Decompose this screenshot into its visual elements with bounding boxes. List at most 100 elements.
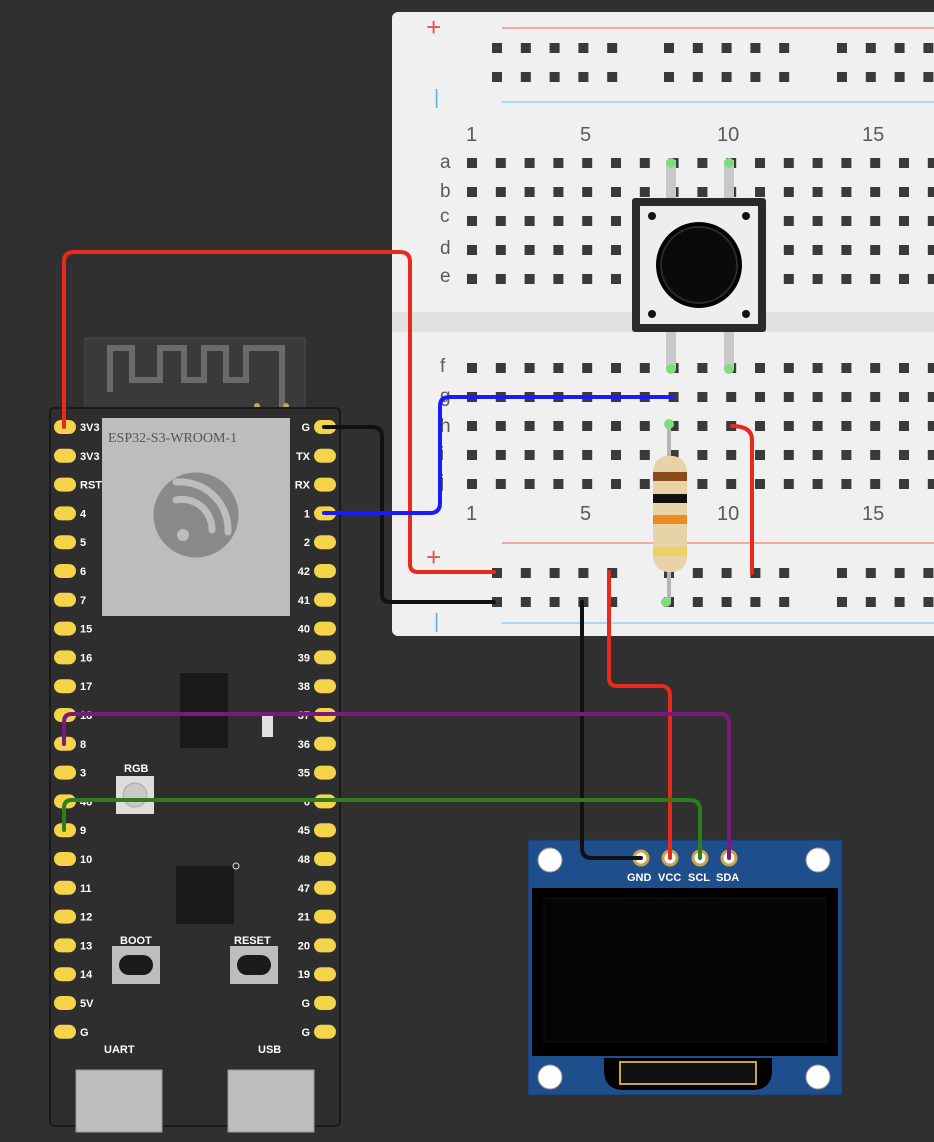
row-letter: c (440, 206, 450, 227)
breadboard-hole (553, 158, 564, 168)
rail-hole (721, 43, 732, 53)
rail-hole (692, 597, 703, 607)
esp32-pin-label: 11 (80, 883, 92, 895)
breadboard-hole (755, 187, 765, 197)
breadboard-hole (467, 363, 477, 373)
rail-hole (865, 597, 876, 607)
oled-pin-label: VCC (658, 872, 681, 884)
rail-hole (607, 568, 618, 578)
rail-hole (578, 43, 589, 53)
breadboard-hole (899, 158, 909, 168)
breadboard-hole (927, 363, 934, 373)
col-number: 15 (862, 503, 884, 525)
usb-port (227, 1069, 315, 1133)
breadboard-hole (841, 479, 852, 489)
breadboard-hole (495, 158, 506, 168)
rail-hole (520, 72, 531, 82)
esp32-pin-left (54, 909, 76, 924)
breadboard-hole (899, 363, 909, 373)
breadboard-hole (467, 450, 477, 460)
breadboard-hole (899, 392, 909, 402)
rail-hole (520, 43, 531, 53)
esp32-pin-label: 0 (304, 796, 310, 808)
breadboard-hole (899, 187, 909, 197)
esp32-pin-left (54, 765, 76, 780)
breadboard-hole (870, 421, 881, 431)
breadboard-hole (783, 274, 794, 284)
breadboard-hole (755, 421, 765, 431)
rail-hole (837, 72, 847, 82)
minus-sign-top: | (434, 87, 439, 109)
oled-pin-label: SDA (716, 872, 739, 884)
breadboard-hole (755, 363, 765, 373)
breadboard-hole (639, 450, 650, 460)
breadboard-hole (467, 421, 477, 431)
breadboard-hole (841, 450, 852, 460)
breadboard-hole (668, 421, 679, 431)
breadboard-hole (639, 187, 650, 197)
row-letter: i (440, 444, 444, 465)
esp32-pin-label: 3V3 (80, 422, 100, 434)
breadboard-hole (927, 158, 934, 168)
rail-hole (837, 568, 847, 578)
breadboard-hole (495, 187, 506, 197)
rail-hole (721, 72, 732, 82)
uart-label: UART (104, 1044, 135, 1056)
wire-red-resistor (730, 424, 754, 575)
breadboard-hole (899, 216, 909, 226)
rail-hole (492, 72, 502, 82)
breadboard-hole (611, 363, 621, 373)
row-letter: e (440, 266, 451, 287)
esp32-pin-label: TX (296, 451, 311, 463)
breadboard-hole (697, 363, 708, 373)
wire-black-gnd (322, 425, 496, 604)
breadboard-hole (611, 450, 621, 460)
breadboard-hole (553, 421, 564, 431)
breadboard-hole (697, 450, 708, 460)
breadboard-hole (841, 274, 852, 284)
breadboard-hole (467, 187, 477, 197)
breadboard-holes (467, 43, 934, 607)
rail-hole (721, 568, 732, 578)
breadboard-hole (553, 187, 564, 197)
breadboard-hole (524, 216, 535, 226)
breadboard-hole (639, 363, 650, 373)
row-letter: a (440, 152, 451, 173)
breadboard-hole (927, 421, 934, 431)
col-number: 5 (580, 124, 591, 146)
wire-purple-sda (62, 712, 731, 860)
breadboard-hole (899, 479, 909, 489)
esp32-pin-right (314, 621, 336, 636)
breadboard-hole (841, 421, 852, 431)
breadboard-hole (870, 450, 881, 460)
breadboard-hole (495, 450, 506, 460)
breadboard-hole (841, 187, 852, 197)
boot-label: BOOT (120, 935, 152, 947)
breadboard-hole (524, 274, 535, 284)
breadboard-hole (783, 245, 794, 255)
rail-hole (865, 72, 876, 82)
breadboard-hole (611, 479, 621, 489)
breadboard-hole (899, 274, 909, 284)
breadboard-hole (495, 363, 506, 373)
breadboard-hole (639, 421, 650, 431)
esp32-pin-label: 15 (80, 624, 92, 636)
breadboard-hole (582, 187, 593, 197)
breadboard-hole (927, 392, 934, 402)
rail-hole (779, 43, 790, 53)
rail-hole (664, 43, 674, 53)
rail-hole (865, 43, 876, 53)
breadboard-hole (467, 274, 477, 284)
esp32-pin-left (54, 852, 76, 866)
rail-hole (549, 597, 560, 607)
breadboard-hole (841, 363, 852, 373)
esp32-pin-label: G (301, 422, 310, 434)
breadboard-hole (697, 421, 708, 431)
breadboard-hole (755, 479, 765, 489)
wire-blue-gpio1 (322, 395, 675, 515)
breadboard-hole (812, 450, 823, 460)
breadboard-hole (639, 158, 650, 168)
rail-hole (837, 597, 847, 607)
esp32-pin-right (314, 650, 336, 665)
breadboard-hole (899, 245, 909, 255)
